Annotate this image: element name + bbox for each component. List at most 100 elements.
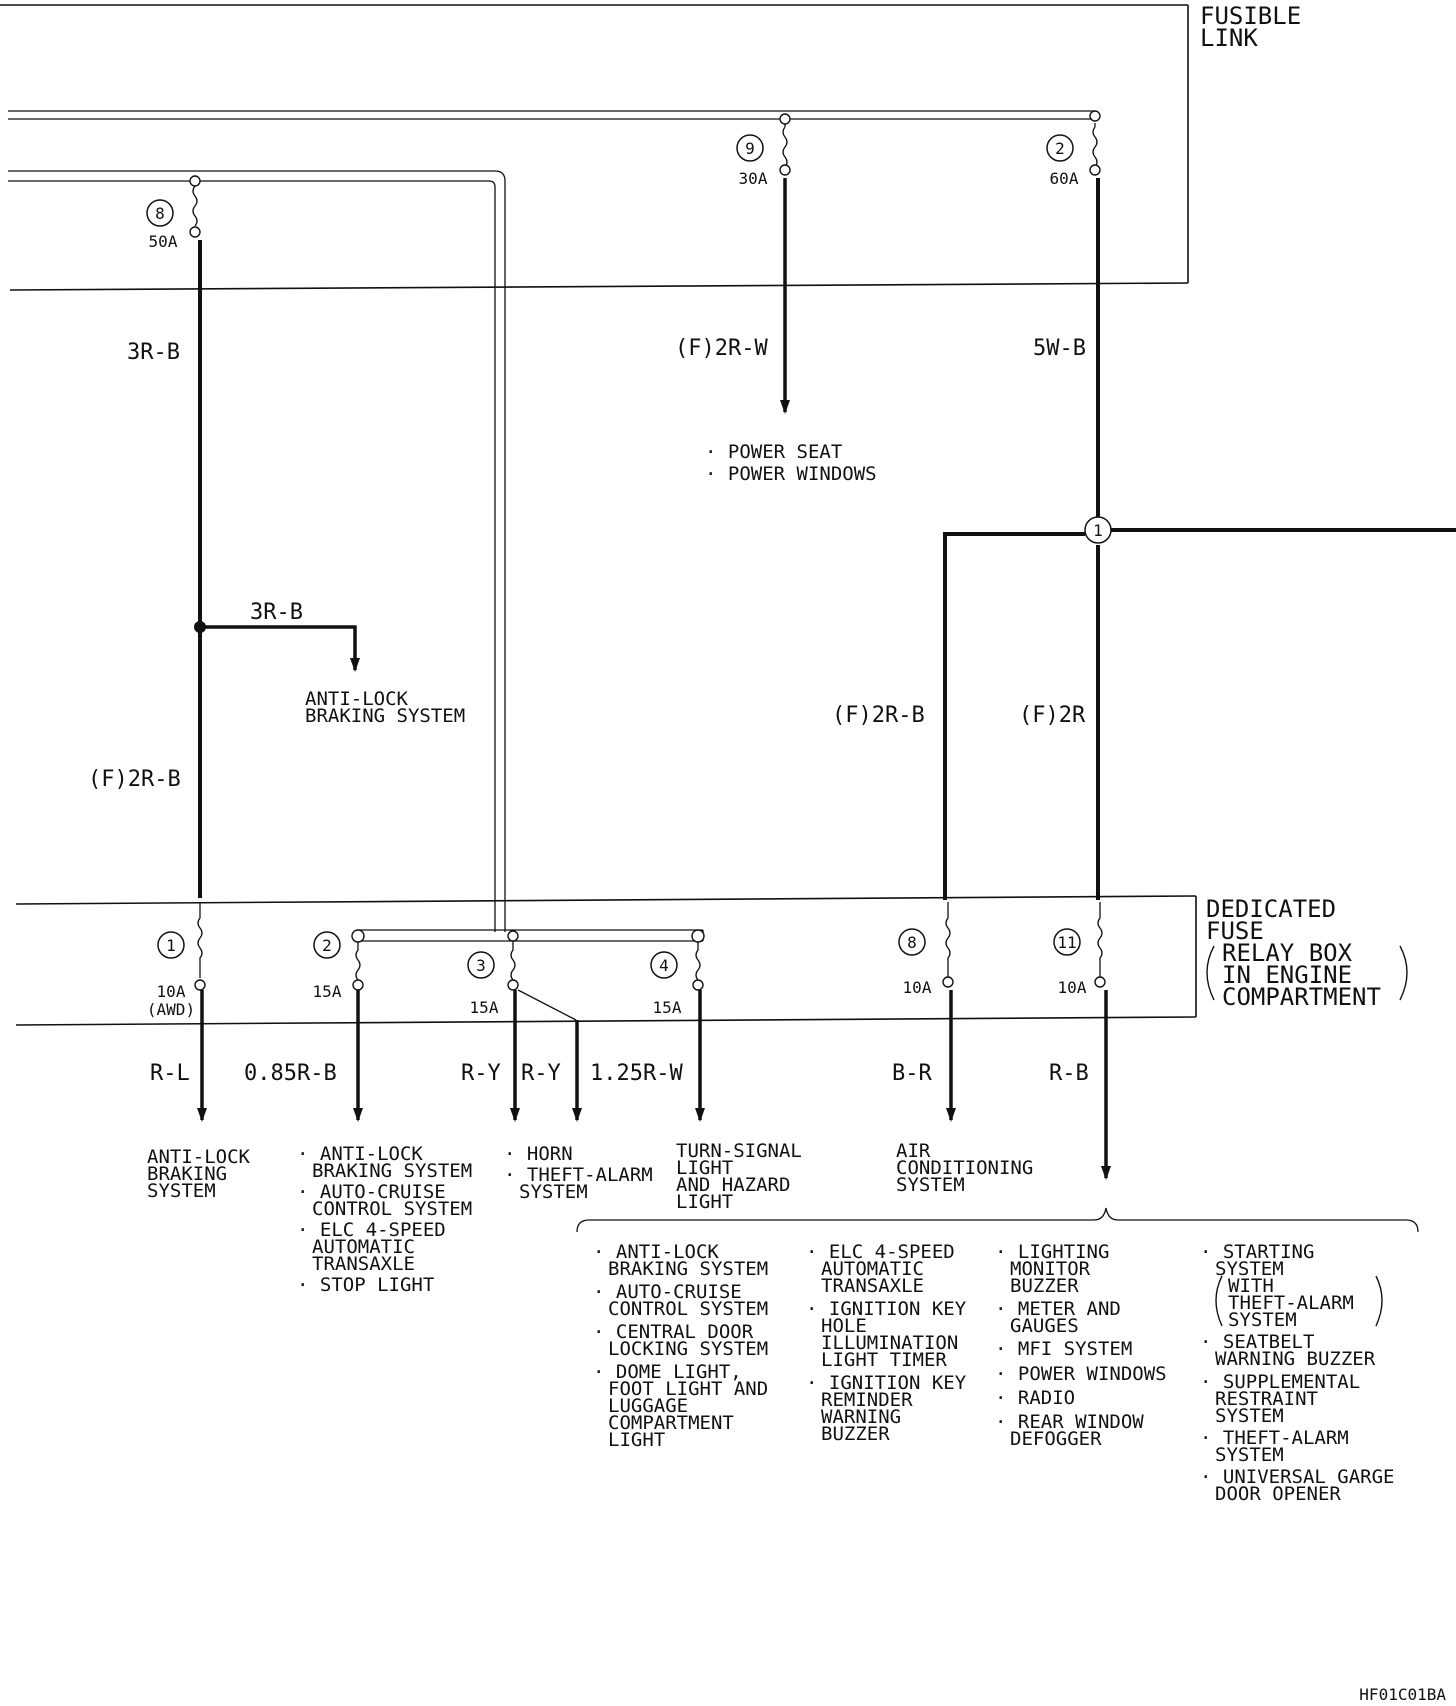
load-line: · REAR WINDOW	[995, 1411, 1144, 1433]
fusible-link-title: FUSIBLE LINK	[1200, 2, 1301, 52]
load-line: LUGGAGE	[608, 1395, 688, 1417]
fuse-9-30a	[782, 123, 788, 168]
load-line: SYSTEM	[147, 1180, 216, 1202]
load-group-brace	[576, 1207, 1419, 1233]
title-line: COMPARTMENT	[1222, 983, 1381, 1011]
load-line: SYSTEM	[1215, 1405, 1284, 1427]
figure-code: HF01C01BA	[1359, 1685, 1446, 1704]
fuse-number: 2	[1055, 139, 1065, 158]
junction-dot	[194, 621, 206, 633]
load-line: DEFOGGER	[1010, 1428, 1102, 1450]
fuse-amps: 10A	[157, 982, 186, 1001]
load-line: REMINDER	[821, 1389, 913, 1411]
load-line: TRANSAXLE	[312, 1253, 415, 1275]
fusible-link-box	[0, 4, 1189, 291]
wire-label: R-Y	[521, 1061, 561, 1086]
title-line: IN ENGINE	[1222, 961, 1352, 989]
fuse-number: 8	[907, 933, 917, 952]
load-line: CONTROL SYSTEM	[608, 1298, 768, 1320]
load-line: ILLUMINATION	[821, 1332, 958, 1354]
title-line: DEDICATED	[1206, 895, 1336, 923]
wire-label: 3R-B	[250, 600, 303, 625]
load-line: · POWER WINDOWS	[705, 463, 877, 485]
load-line: · STOP LIGHT	[297, 1274, 434, 1296]
load-line: BUZZER	[821, 1423, 890, 1445]
title-line: FUSE	[1206, 917, 1264, 945]
fuse-number-circles	[146, 134, 1112, 979]
load-line: · AUTO-CRUISE	[593, 1281, 742, 1303]
load-line: SYSTEM	[896, 1174, 965, 1196]
fuse-number: 2	[322, 936, 332, 955]
abs-double-bus	[8, 170, 506, 932]
load-line: · AUTO-CRUISE	[297, 1181, 446, 1203]
load-line: THEFT-ALARM	[1228, 1292, 1354, 1314]
relay-box-paren-right	[1399, 945, 1408, 1001]
load-line: CONTROL SYSTEM	[312, 1198, 472, 1220]
fuse-number: 3	[476, 956, 486, 975]
terminals	[189, 110, 1106, 991]
load-line: LOCKING SYSTEM	[608, 1338, 768, 1360]
dedicated-bus	[357, 929, 704, 942]
load-line: TURN-SIGNAL	[676, 1140, 802, 1162]
fuse-note: (AWD)	[147, 1000, 195, 1019]
fuse-amps: 10A	[903, 978, 932, 997]
load-line: ANTI-LOCK	[147, 1146, 251, 1168]
load-line: DOOR OPENER	[1215, 1483, 1341, 1505]
wire-label: R-L	[150, 1061, 190, 1086]
fuse-number: 4	[659, 956, 669, 975]
load-line: SYSTEM	[1215, 1444, 1284, 1466]
load-line: · ELC 4-SPEED	[297, 1219, 446, 1241]
loads-fuse11-col4: · STARTING SYSTEM WITH THEFT-ALARM SYSTE…	[1200, 1241, 1394, 1505]
abs-branch-load: ANTI-LOCK BRAKING SYSTEM	[305, 688, 465, 727]
wire-label: B-R	[892, 1061, 932, 1086]
fuse-8-50a	[192, 181, 198, 227]
load-line: · RADIO	[995, 1387, 1075, 1409]
fuse-number: 9	[745, 139, 755, 158]
load-line: LIGHT	[676, 1157, 733, 1179]
load-line: SYSTEM	[1215, 1258, 1284, 1280]
wire-label: 3R-B	[127, 340, 180, 365]
load-line: · METER AND	[995, 1298, 1121, 1320]
load-line: BRAKING SYSTEM	[312, 1160, 472, 1182]
wire-label: (F)2R-W	[675, 336, 768, 361]
load-line: SYSTEM	[519, 1181, 588, 1203]
load-line: · LIGHTING	[995, 1241, 1109, 1263]
load-line: · HORN	[504, 1143, 573, 1165]
fuse-2-60a	[1092, 123, 1098, 168]
load-line: · STARTING	[1200, 1241, 1314, 1263]
starting-paren-right	[1375, 1275, 1383, 1327]
load-line: MONITOR	[1010, 1258, 1091, 1280]
load-line: COMPARTMENT	[608, 1412, 734, 1434]
relay-box-paren-left	[1206, 945, 1215, 1001]
loads-fuse1: ANTI-LOCK BRAKING SYSTEM	[147, 1146, 251, 1202]
wire-label: (F)2R-B	[832, 703, 925, 728]
loads-fuse3: · HORN · THEFT-ALARM SYSTEM	[504, 1143, 653, 1203]
wire-3r-b-branch	[200, 625, 360, 672]
load-line: · UNIVERSAL GARGE	[1200, 1466, 1394, 1488]
load-line: · ANTI-LOCK	[593, 1241, 719, 1263]
load-line: ANTI-LOCK	[305, 688, 409, 710]
load-line: SYSTEM	[1228, 1309, 1297, 1331]
top-double-bus	[8, 110, 1096, 120]
wire-label: R-Y	[461, 1061, 501, 1086]
load-line: RESTRAINT	[1215, 1388, 1318, 1410]
load-line: · IGNITION KEY	[806, 1372, 967, 1394]
wire-label: 5W-B	[1033, 336, 1086, 361]
load-line: · ELC 4-SPEED	[806, 1241, 955, 1263]
load-line: · IGNITION KEY	[806, 1298, 967, 1320]
load-line: AUTOMATIC	[312, 1236, 415, 1258]
load-line: · MFI SYSTEM	[995, 1338, 1132, 1360]
title-line: RELAY BOX	[1222, 939, 1353, 967]
wire-label: 1.25R-W	[590, 1061, 683, 1086]
loads-fuse4: TURN-SIGNAL LIGHT AND HAZARD LIGHT	[676, 1140, 802, 1213]
load-line: · SUPPLEMENTAL	[1200, 1371, 1360, 1393]
load-line: · SEATBELT	[1200, 1331, 1314, 1353]
load-line: · THEFT-ALARM	[1200, 1427, 1349, 1449]
load-line: BRAKING	[147, 1163, 227, 1185]
load-line: WARNING	[821, 1406, 901, 1428]
starting-paren-left	[1215, 1275, 1223, 1327]
load-line: LIGHT	[676, 1191, 733, 1213]
load-line: BRAKING SYSTEM	[608, 1258, 768, 1280]
load-line: BUZZER	[1010, 1275, 1079, 1297]
